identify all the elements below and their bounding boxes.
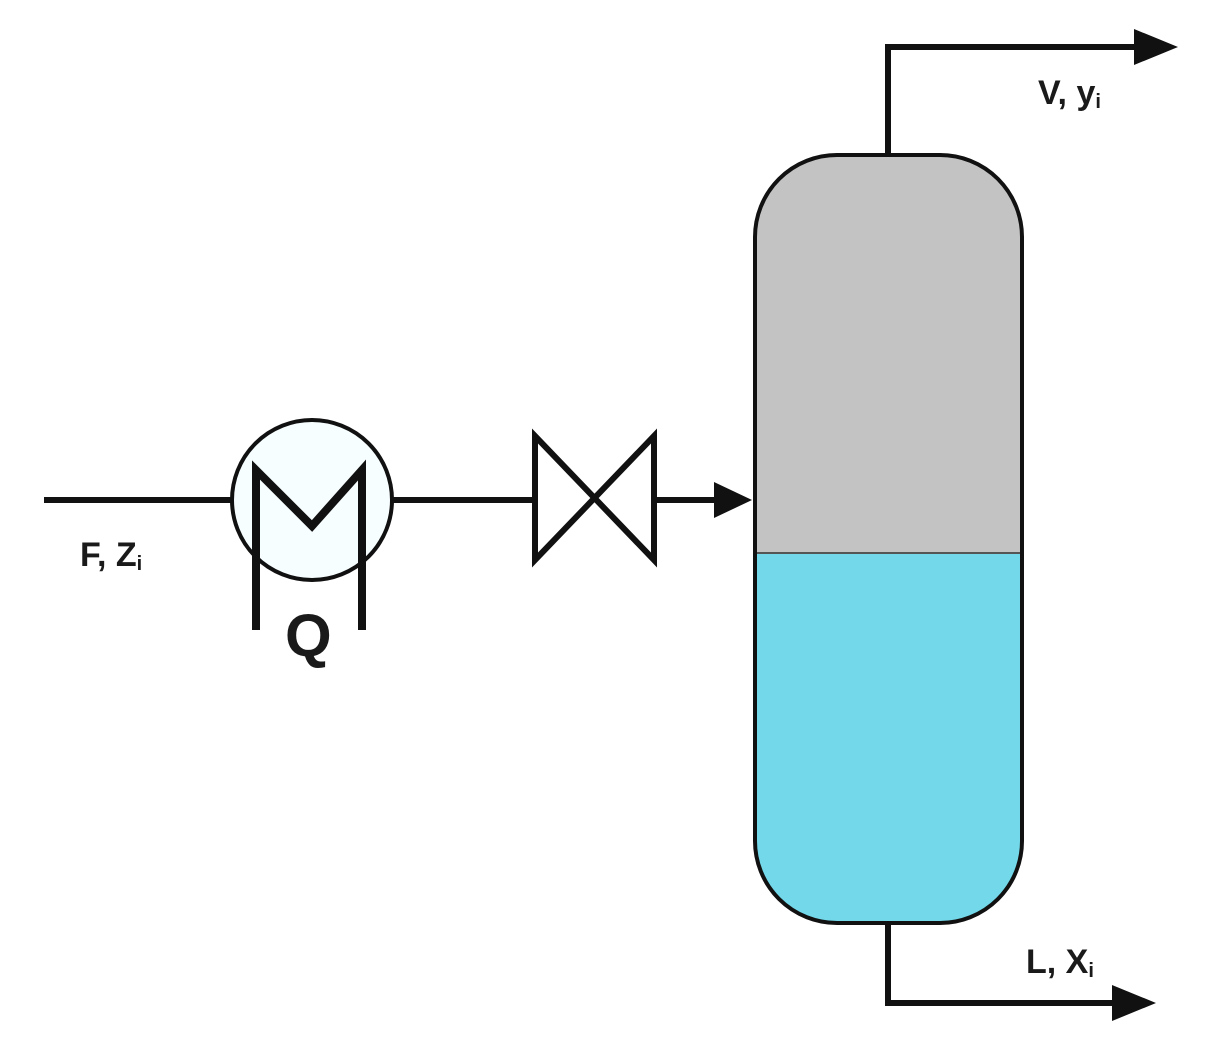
liquid-phase (755, 553, 1022, 923)
vapor-label: V, yi (1038, 74, 1101, 113)
vapor-phase (755, 155, 1022, 553)
vapor-outlet-arrow-head (1134, 29, 1178, 65)
liquid-outlet-arrow-head (1112, 985, 1156, 1021)
liquid-label: L, Xi (1026, 943, 1094, 982)
feed-label: F, Zi (80, 536, 142, 575)
flash-drum-icon (753, 153, 1024, 925)
valve-icon (532, 428, 657, 568)
vapor-outlet-line (885, 44, 1140, 155)
heat-duty-label: Q (285, 602, 332, 669)
liquid-outlet-line (885, 923, 1118, 1006)
inlet-arrow-head (714, 482, 752, 518)
heat-exchanger-icon (230, 418, 394, 630)
